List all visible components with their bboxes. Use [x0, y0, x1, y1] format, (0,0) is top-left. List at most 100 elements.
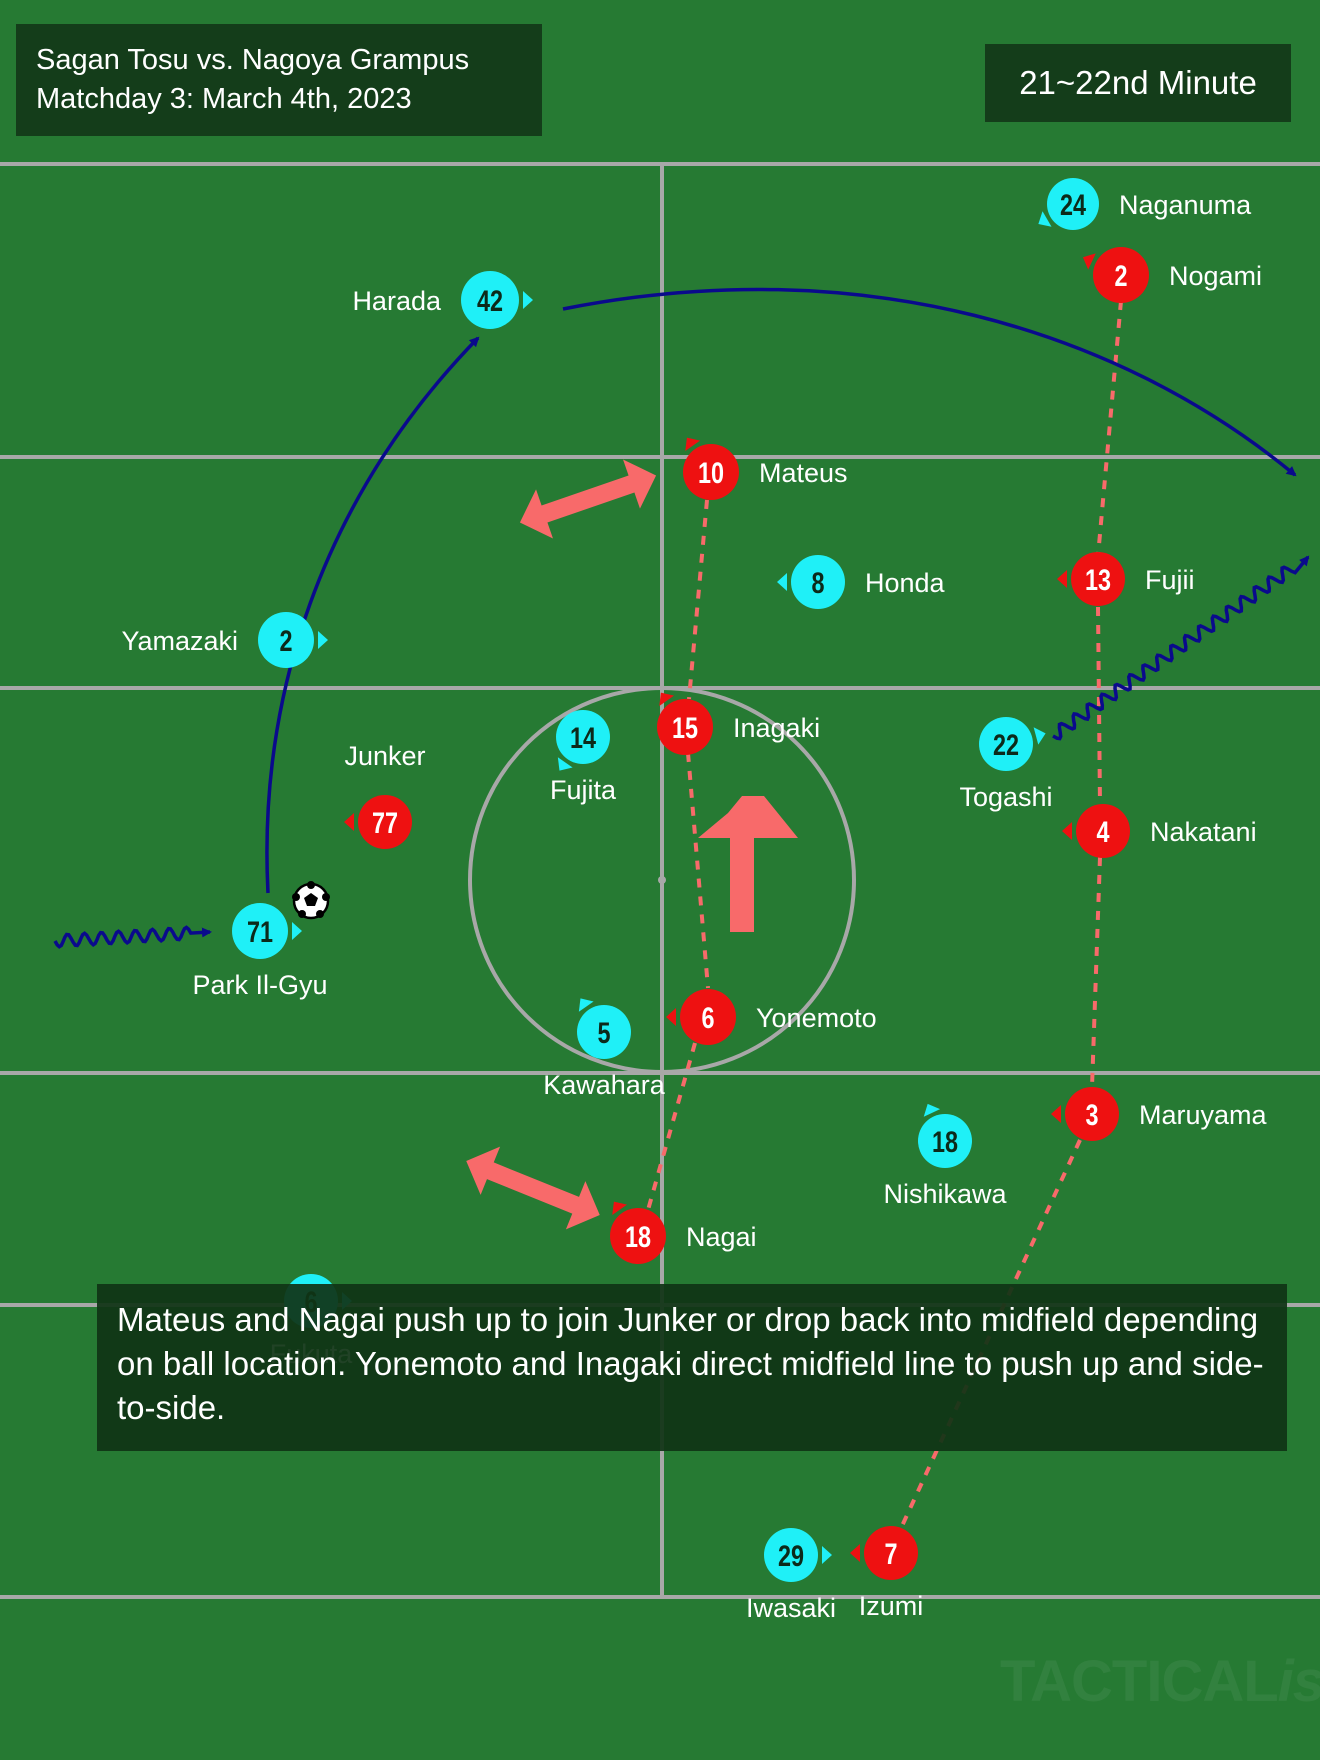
player-number: 13 — [1085, 563, 1111, 596]
player-token — [358, 795, 412, 849]
facing-marker — [666, 1008, 676, 1026]
player-number: 18 — [625, 1220, 651, 1253]
player-name: Kawahara — [543, 1070, 666, 1100]
tactical-note: Mateus and Nagai push up to join Junker … — [97, 1284, 1287, 1451]
shape-line — [646, 1042, 697, 1211]
shape-line — [1090, 856, 1102, 1088]
player-name: Izumi — [859, 1591, 924, 1621]
ball-icon — [292, 881, 330, 920]
player-number: 29 — [778, 1539, 804, 1572]
double-arrow — [466, 1146, 600, 1230]
player-name: Yamazaki — [121, 626, 238, 656]
player-name: Honda — [865, 568, 946, 598]
player-name: Naganuma — [1119, 190, 1252, 220]
red-player: 13 Fujii — [1057, 552, 1195, 606]
player-token — [791, 555, 845, 609]
player-token — [232, 903, 288, 959]
player-number: 6 — [701, 1001, 714, 1034]
centre-circle — [468, 686, 856, 1074]
facing-marker — [1062, 822, 1072, 840]
player-name: Junker — [344, 741, 425, 771]
facing-marker — [822, 1546, 832, 1564]
facing-marker — [612, 1201, 628, 1215]
double-arrow — [519, 459, 657, 539]
player-name: Mateus — [759, 458, 848, 488]
player-number: 5 — [597, 1016, 610, 1049]
player-number: 2 — [279, 624, 292, 657]
player-token — [764, 1528, 818, 1582]
shape-line — [686, 752, 710, 989]
facing-marker — [1082, 253, 1096, 270]
player-name: Fujii — [1145, 565, 1195, 595]
player-name: Nishikawa — [883, 1179, 1007, 1209]
shape-line — [1096, 606, 1102, 806]
red-player: 15 Inagaki — [657, 692, 820, 755]
player-number: 15 — [672, 711, 698, 744]
watermark-logo: TACTICALista — [1000, 1649, 1320, 1714]
facing-marker — [1051, 1105, 1061, 1123]
facing-marker — [557, 757, 573, 771]
player-token — [556, 710, 610, 764]
ball-movement — [53, 287, 1310, 949]
player-number: 2 — [1114, 259, 1127, 292]
player-token — [577, 1005, 631, 1059]
player-number: 8 — [811, 566, 824, 599]
pass-arrow — [562, 287, 1297, 477]
player-number: 10 — [698, 456, 724, 489]
player-name: Inagaki — [733, 713, 820, 743]
red-player: 2 Nogami — [1082, 247, 1262, 303]
red-team-shape-lines — [646, 300, 1123, 1527]
player-token — [918, 1114, 972, 1168]
player-name: Harada — [352, 286, 442, 316]
facing-marker — [292, 922, 302, 940]
dribble-arrow — [53, 925, 212, 949]
match-title: Sagan Tosu vs. Nagoya Grampus — [36, 44, 470, 76]
player-name: Nakatani — [1150, 817, 1257, 847]
player-token — [683, 444, 739, 500]
player-number: 42 — [477, 284, 503, 317]
facing-marker — [659, 692, 675, 706]
facing-marker — [1057, 570, 1067, 588]
player-token — [1093, 247, 1149, 303]
match-title-box: Sagan Tosu vs. Nagoya Grampus Matchday 3… — [16, 24, 542, 136]
player-name: Park Il-Gyu — [192, 970, 327, 1000]
player-number: 71 — [247, 915, 273, 948]
facing-marker — [777, 573, 787, 591]
player-name: Maruyama — [1139, 1100, 1268, 1130]
player-number: 7 — [884, 1537, 897, 1570]
cyan-player: 8 Honda — [777, 555, 946, 609]
facing-marker — [850, 1544, 860, 1562]
facing-marker — [578, 998, 594, 1012]
cyan-player: 2 Yamazaki — [121, 612, 328, 668]
player-number: 77 — [372, 806, 398, 839]
player-token — [979, 717, 1033, 771]
facing-marker — [685, 437, 701, 451]
player-token — [864, 1526, 918, 1580]
pass-arrow — [265, 336, 480, 894]
facing-marker — [1038, 211, 1052, 227]
player-token — [1065, 1087, 1119, 1141]
shape-line — [1096, 300, 1123, 557]
player-token — [610, 1208, 666, 1264]
facing-marker — [923, 1103, 941, 1117]
player-name: Yonemoto — [756, 1003, 877, 1033]
movement-arrows — [466, 459, 798, 1230]
player-number: 18 — [932, 1125, 958, 1158]
red-player: 6 Yonemoto — [666, 989, 877, 1045]
player-name: Nogami — [1169, 261, 1262, 291]
match-subtitle: Matchday 3: March 4th, 2023 — [36, 83, 412, 115]
facing-marker — [1033, 727, 1046, 745]
player-token — [680, 989, 736, 1045]
cyan-player: 42 Harada — [352, 271, 533, 329]
player-token — [1076, 804, 1130, 858]
player-token — [1047, 178, 1099, 230]
